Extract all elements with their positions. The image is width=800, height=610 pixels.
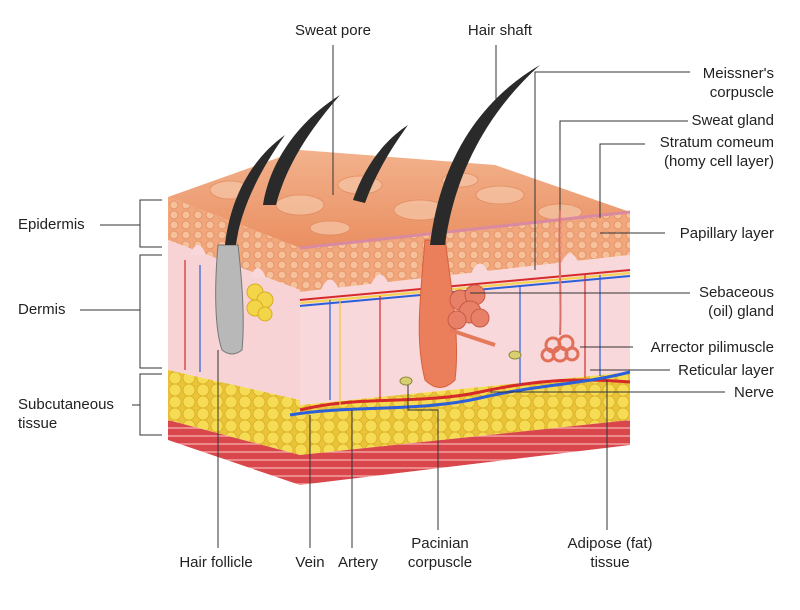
label-meissner-line1: Meissner's [702, 65, 774, 82]
label-sebaceous-line1: Sebaceous [698, 284, 774, 301]
fat-right [300, 372, 630, 455]
sweat-gland-coil [540, 334, 580, 363]
layer-brackets [80, 199, 162, 436]
hair-shafts [225, 65, 540, 245]
label-arrector-pili-muscle: Arrector pilimuscle [650, 339, 774, 356]
label-pacinian-line1: Pacinian [411, 535, 469, 552]
label-hair-shaft: Hair shaft [467, 22, 533, 39]
label-nerve: Nerve [733, 384, 774, 401]
superficial-plexus [299, 269, 631, 301]
label-subcutaneous-line1: Subcutaneous [18, 396, 114, 413]
label-subcutaneous-tissue: Subcutaneous tissue [18, 395, 114, 433]
label-reticular-layer: Reticular layer [678, 362, 774, 379]
label-stratum-line1: Stratum comeum [659, 134, 774, 151]
label-adipose-tissue: Adipose (fat) tissue [567, 534, 652, 572]
label-pacinian-line2: corpuscle [407, 554, 473, 571]
fat-left [168, 370, 300, 455]
label-sweat-pore: Sweat pore [295, 22, 371, 39]
arrector-muscle [449, 328, 496, 347]
sebaceous-gland [447, 284, 490, 330]
label-adipose-line1: Adipose (fat) [567, 535, 653, 552]
label-meissner-line2: corpuscle [709, 84, 774, 101]
pacinian-corpuscle-shape [399, 376, 413, 386]
label-pacinian-corpuscle: Pacinian corpuscle [408, 534, 472, 572]
label-stratum-corneum: Stratum comeum (homy cell layer) [660, 133, 774, 171]
label-meissner-corpuscle: Meissner's corpuscle [703, 64, 774, 102]
label-sebaceous-gland: Sebaceous (oil) gland [699, 283, 774, 321]
muscle-left [168, 420, 300, 485]
vein-vessel [289, 370, 631, 417]
hair-follicle-left [215, 244, 244, 355]
label-papillary-layer: Papillary layer [679, 225, 774, 242]
label-sweat-gland: Sweat gland [691, 112, 774, 129]
leader-lines [217, 45, 725, 548]
label-subcutaneous-line2: tissue [18, 415, 58, 432]
sweat-gland-duct [558, 209, 562, 336]
epidermis-right [300, 212, 630, 292]
label-sebaceous-line2: (oil) gland [708, 303, 774, 320]
label-artery: Artery [337, 554, 379, 571]
muscle-right [300, 420, 630, 485]
label-vein: Vein [295, 554, 325, 571]
label-adipose-line2: tissue [590, 554, 630, 571]
label-dermis: Dermis [18, 301, 66, 318]
label-stratum-line2: (homy cell layer) [663, 153, 774, 170]
label-hair-follicle: Hair follicle [179, 554, 253, 571]
label-epidermis: Epidermis [18, 216, 85, 233]
